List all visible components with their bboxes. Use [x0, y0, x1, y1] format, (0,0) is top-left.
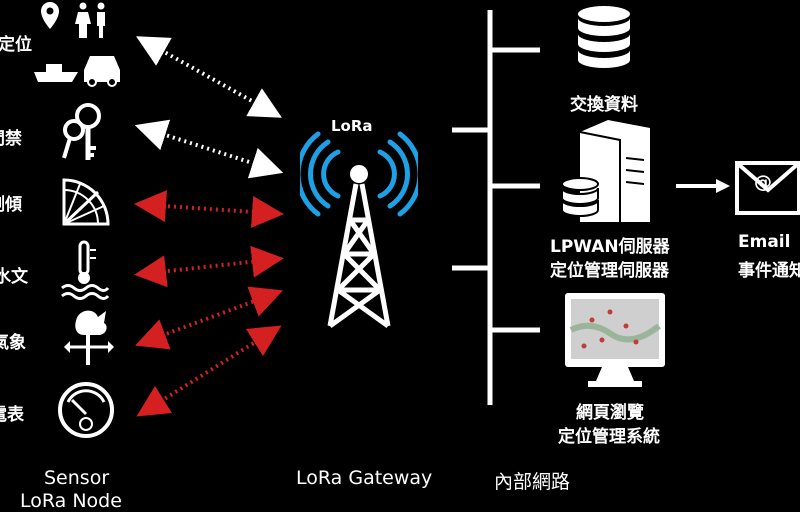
svg-text:@: @ [754, 172, 772, 193]
sensor-column-label: Sensor [44, 467, 110, 489]
email-label-1: Email [738, 232, 791, 252]
server-label-2: 定位管理伺服器 [550, 261, 669, 281]
water-thermometer-icon [61, 240, 110, 300]
sensor-label-5: 電表 [0, 405, 24, 425]
link-layer [134, 10, 730, 417]
notify-arrow [676, 179, 730, 193]
sensor-label-3: 水文 [0, 267, 28, 287]
radio-tower-icon [300, 131, 418, 329]
sensor-label-0: 定位 [0, 35, 32, 55]
web-label-2: 定位管理系統 [558, 427, 660, 447]
gateway-column-label: LoRa Gateway [296, 467, 433, 489]
sensor-label-2: 測傾 [0, 195, 22, 215]
sensor-link-5 [136, 325, 282, 417]
web-label-1: 網頁瀏覽 [576, 403, 644, 423]
keys-icon [62, 103, 101, 160]
sensor-link-4 [135, 286, 283, 350]
database-icon [578, 6, 630, 68]
sensor-column-sublabel: LoRa Node [20, 490, 122, 512]
sensor-link-3 [134, 245, 284, 288]
network-bus [452, 10, 540, 405]
sensor-link-0 [136, 36, 282, 118]
server-label-1: LPWAN伺服器 [550, 237, 670, 257]
network-column-label: 內部網路 [494, 471, 571, 493]
sensor-link-2 [134, 190, 284, 228]
power-meter-icon [58, 382, 114, 438]
server-icon [561, 120, 650, 222]
sensor-label-4: 氣象 [0, 333, 26, 353]
sensor-label-1: 門禁 [0, 129, 22, 149]
tilt-gauge-icon [62, 178, 110, 226]
email-icon: @ [735, 161, 800, 215]
weather-vane-icon [64, 310, 114, 365]
gateway-badge: LoRa [331, 117, 373, 135]
sensor-link-1 [134, 119, 284, 179]
location-people-vehicles-icon [34, 2, 120, 87]
email-label-2: 事件通知 [738, 261, 800, 281]
monitor-map-icon [565, 293, 665, 387]
database-label: 交換資料 [570, 95, 638, 115]
